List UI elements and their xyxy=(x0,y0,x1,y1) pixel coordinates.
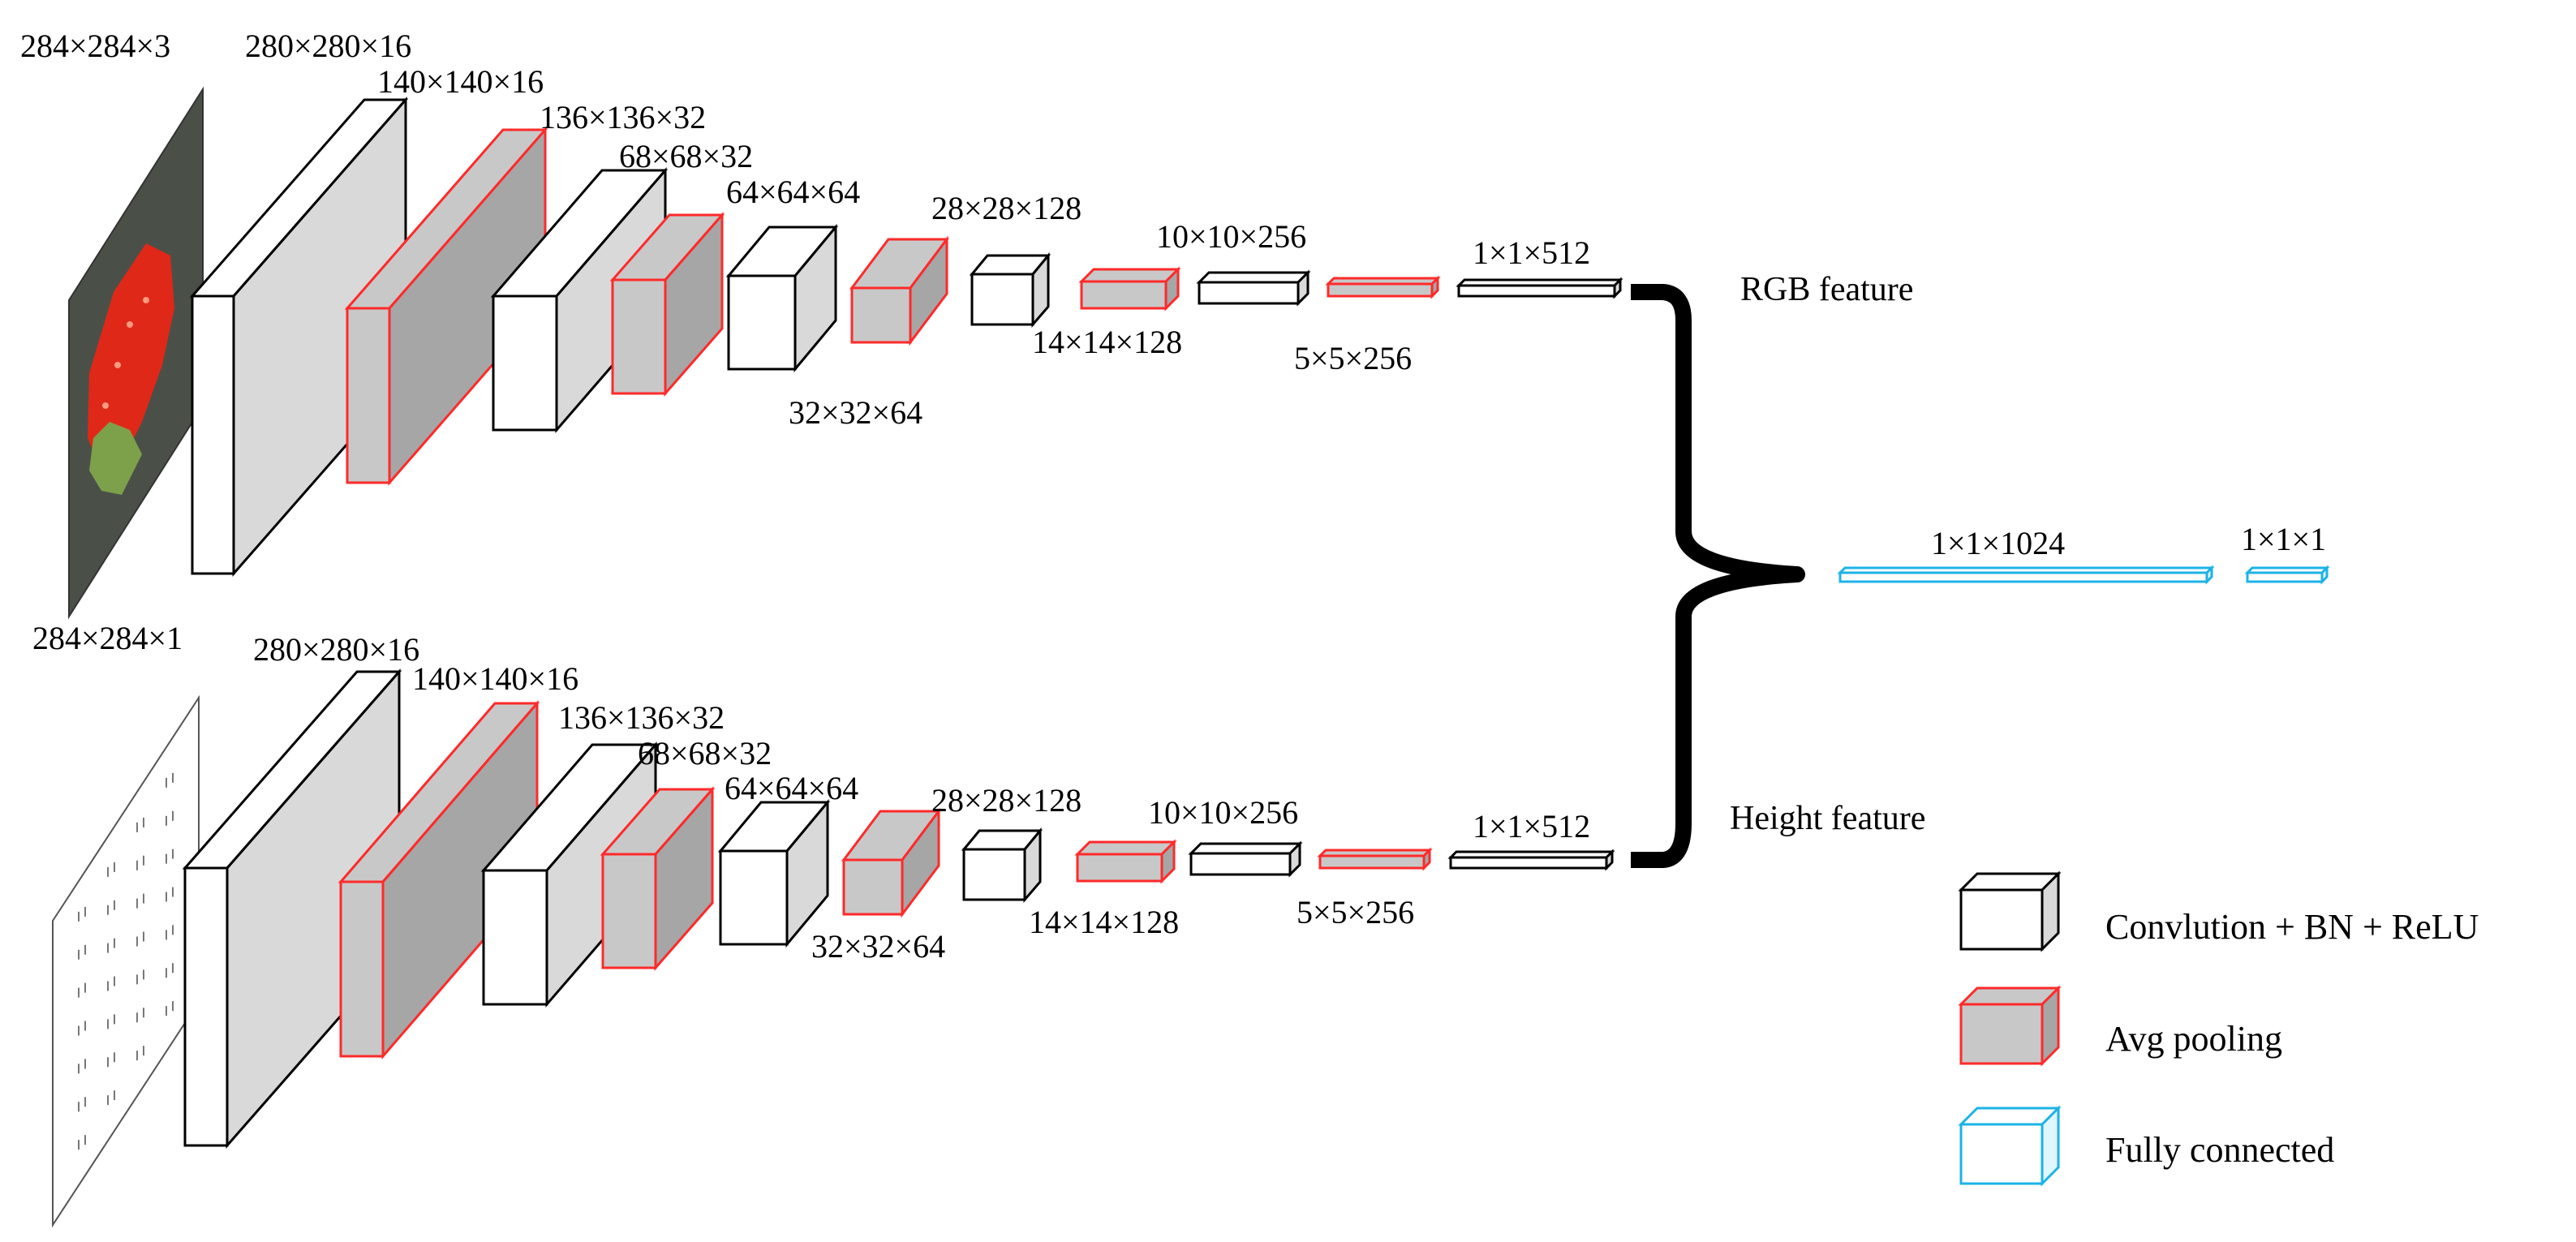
legend-pool-swatch xyxy=(1958,985,2062,1067)
grid-tick-mark xyxy=(136,1008,144,1023)
fc-layer-1024 xyxy=(1837,565,2215,585)
legend-labels: Convlution + BN + ReLU Avg pooling Fully… xyxy=(2105,907,2479,1170)
height-conv-5 xyxy=(1188,840,1303,878)
rgb-pool-5 xyxy=(1325,275,1441,299)
height-input-image xyxy=(52,694,200,1228)
grid-tick-mark xyxy=(136,893,144,909)
height-pool-3 xyxy=(841,807,941,918)
rgb-pool-5-label: 5×5×256 xyxy=(1294,340,1412,376)
legend xyxy=(1958,870,2062,1187)
merge-bracket xyxy=(1631,284,1805,868)
grid-tick-mark xyxy=(166,963,174,978)
rgb-conv-4-label: 28×28×128 xyxy=(931,190,1082,226)
rgb-conv-2-label: 136×136×32 xyxy=(540,99,706,135)
height-pool-3-label: 32×32×64 xyxy=(811,928,945,965)
rgb-conv-3 xyxy=(725,223,839,373)
height-conv-1-label: 280×280×16 xyxy=(253,631,419,668)
height-conv-4 xyxy=(961,827,1043,904)
rgb-conv-1-label: 280×280×16 xyxy=(245,28,411,64)
rgb-pool-3-label: 32×32×64 xyxy=(789,394,922,431)
height-conv-4-label: 28×28×128 xyxy=(931,782,1082,819)
height-pool-5-label: 5×5×256 xyxy=(1297,894,1414,930)
rgb-conv-4 xyxy=(969,251,1051,329)
grid-tick-mark xyxy=(166,849,174,864)
grid-tick-mark xyxy=(107,976,115,991)
rgb-pool-4 xyxy=(1078,266,1181,312)
grid-tick-mark xyxy=(107,1090,115,1106)
height-conv-2-label: 136×136×32 xyxy=(558,699,725,736)
height-conv-3 xyxy=(717,798,831,948)
grid-tick-mark xyxy=(166,887,174,902)
grid-tick-mark xyxy=(107,1052,115,1068)
grid-tick-mark xyxy=(107,1014,115,1029)
grid-tick-mark xyxy=(78,906,86,922)
rgb-pool-1-label: 140×140×16 xyxy=(377,63,544,100)
fc-labels: 1×1×1024 1×1×1 xyxy=(1931,521,2326,561)
rgb-conv-5 xyxy=(1196,269,1311,307)
rgb-pool-3 xyxy=(849,235,949,346)
rgb-input-label: 284×284×3 xyxy=(20,28,170,64)
rgb-pool-2 xyxy=(609,212,725,397)
grid-tick-mark xyxy=(78,1021,86,1036)
grid-tick-mark xyxy=(166,772,174,788)
fc-1-label: 1×1×1 xyxy=(2241,521,2326,557)
height-pool-2-label: 68×68×32 xyxy=(638,735,772,771)
height-conv-3-label: 64×64×64 xyxy=(725,770,858,806)
height-input-label: 284×284×1 xyxy=(32,620,183,656)
height-pool-4 xyxy=(1074,839,1177,884)
grid-tick-mark xyxy=(166,810,174,826)
height-pool-4-label: 14×14×128 xyxy=(1029,904,1179,940)
rgb-feature-label: RGB feature xyxy=(1740,271,1913,308)
rgb-input-image xyxy=(68,86,204,620)
grid-tick-mark xyxy=(136,1046,144,1061)
grid-tick-mark xyxy=(136,855,144,870)
height-conv-5-label: 10×10×256 xyxy=(1148,794,1298,831)
grid-tick-mark xyxy=(107,900,115,915)
rgb-conv-3-label: 64×64×64 xyxy=(726,174,860,210)
grid-tick-mark xyxy=(78,1135,86,1150)
rgb-conv-5-label: 10×10×256 xyxy=(1156,218,1306,255)
legend-pool-label: Avg pooling xyxy=(2105,1019,2282,1059)
rgb-labels: 284×284×3 280×280×16 140×140×16 136×136×… xyxy=(20,28,1913,431)
rgb-pool-2-label: 68×68×32 xyxy=(619,138,753,174)
height-pool-1-label: 140×140×16 xyxy=(412,660,578,697)
fc-layers xyxy=(1837,565,2330,585)
height-branch-layers xyxy=(182,668,1615,1149)
grid-tick-mark xyxy=(107,862,115,877)
height-pool-2 xyxy=(600,786,716,971)
height-pool-1 xyxy=(338,699,540,1060)
height-conv-6 xyxy=(1447,849,1615,871)
height-labels: 284×284×1 280×280×16 140×140×16 136×136×… xyxy=(32,620,1925,965)
rgb-pool-4-label: 14×14×128 xyxy=(1032,324,1182,360)
legend-fc-label: Fully connected xyxy=(2105,1130,2334,1170)
height-conv-6-label: 1×1×512 xyxy=(1473,808,1590,844)
rgb-conv-6-label: 1×1×512 xyxy=(1473,234,1590,271)
grid-tick-mark xyxy=(136,817,144,832)
legend-conv-swatch xyxy=(1958,870,2062,952)
height-grid-marks xyxy=(78,772,174,1150)
grid-tick-mark xyxy=(166,925,174,940)
legend-conv-label: Convlution + BN + ReLU xyxy=(2105,907,2479,947)
rgb-conv-2 xyxy=(490,166,669,434)
grid-tick-mark xyxy=(136,931,144,947)
rgb-conv-6 xyxy=(1456,277,1623,299)
fc-1024-label: 1×1×1024 xyxy=(1931,525,2065,561)
height-pool-5 xyxy=(1317,847,1433,871)
grid-tick-mark xyxy=(78,1097,86,1112)
grid-tick-mark xyxy=(78,982,86,998)
grid-tick-mark xyxy=(78,944,86,960)
grid-tick-mark xyxy=(166,1001,174,1016)
height-conv-1 xyxy=(182,668,402,1149)
grid-tick-mark xyxy=(78,1059,86,1074)
grid-tick-mark xyxy=(107,938,115,953)
height-feature-label: Height feature xyxy=(1730,800,1925,837)
height-conv-2 xyxy=(480,741,659,1008)
grid-tick-mark xyxy=(136,969,144,985)
legend-fc-swatch xyxy=(1958,1105,2062,1187)
rgb-branch-layers xyxy=(189,97,1623,577)
fc-layer-1 xyxy=(2244,565,2330,585)
